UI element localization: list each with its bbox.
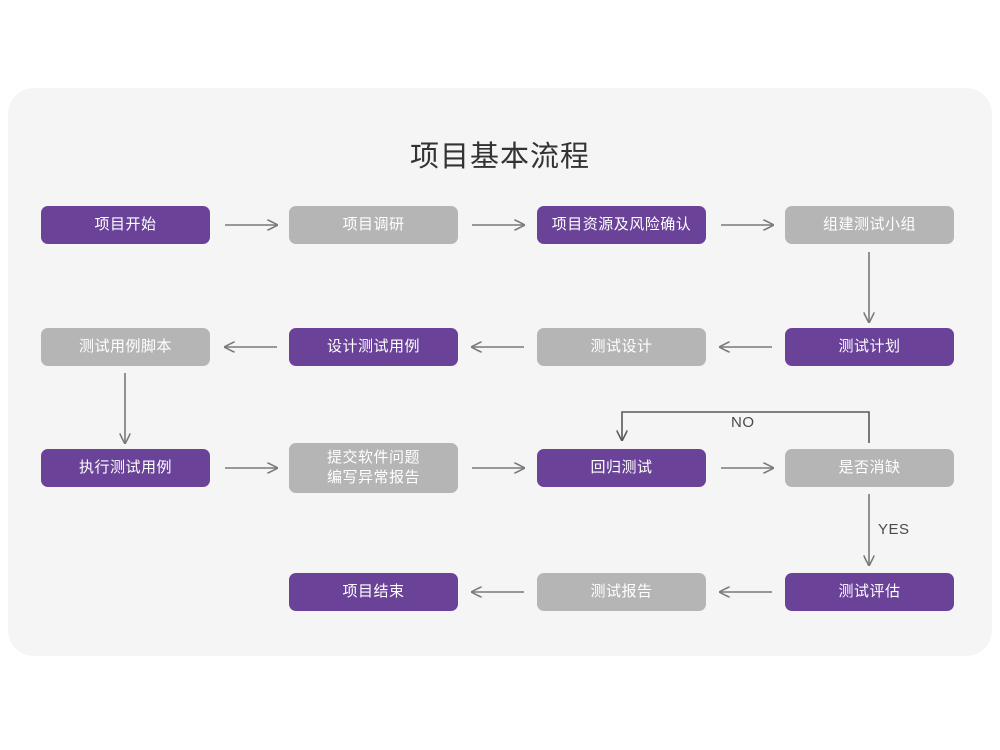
node-project-end[interactable]: 项目结束 bbox=[289, 573, 458, 611]
node-test-evaluation[interactable]: 测试评估 bbox=[785, 573, 954, 611]
node-project-start[interactable]: 项目开始 bbox=[41, 206, 210, 244]
node-defect-cleared[interactable]: 是否消缺 bbox=[785, 449, 954, 487]
node-build-team[interactable]: 组建测试小组 bbox=[785, 206, 954, 244]
node-design-cases[interactable]: 设计测试用例 bbox=[289, 328, 458, 366]
node-execute-cases[interactable]: 执行测试用例 bbox=[41, 449, 210, 487]
node-case-script[interactable]: 测试用例脚本 bbox=[41, 328, 210, 366]
node-regression-test[interactable]: 回归测试 bbox=[537, 449, 706, 487]
node-test-design[interactable]: 测试设计 bbox=[537, 328, 706, 366]
node-submit-issue[interactable]: 提交软件问题 编写异常报告 bbox=[289, 443, 458, 493]
node-project-research[interactable]: 项目调研 bbox=[289, 206, 458, 244]
flowchart-card bbox=[8, 88, 992, 656]
page-title: 项目基本流程 bbox=[409, 141, 590, 173]
node-resource-risk[interactable]: 项目资源及风险确认 bbox=[537, 206, 706, 244]
node-test-plan[interactable]: 测试计划 bbox=[785, 328, 954, 366]
node-test-report[interactable]: 测试报告 bbox=[537, 573, 706, 611]
edge-label-yes: YES bbox=[878, 521, 910, 538]
edge-label-no: NO bbox=[731, 414, 755, 431]
